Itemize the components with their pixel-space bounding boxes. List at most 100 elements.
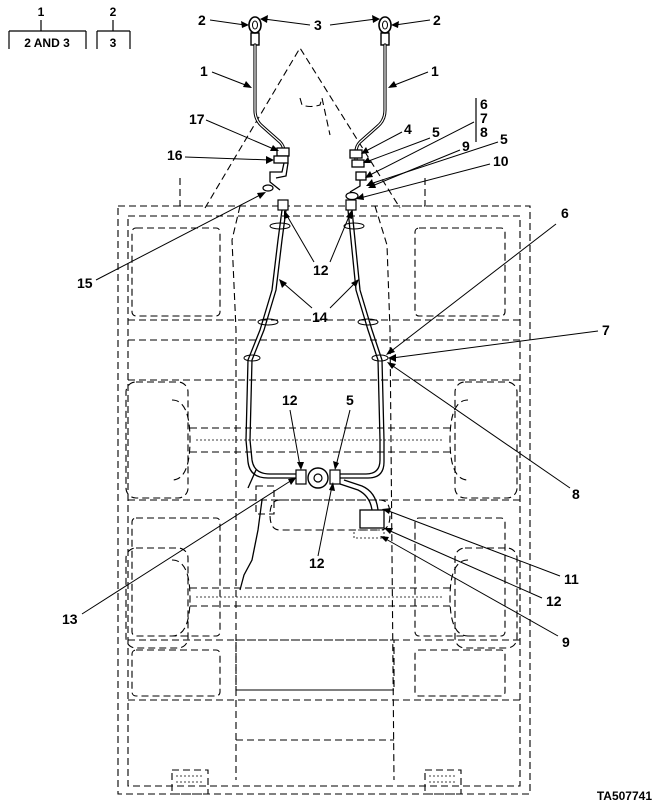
leader-12-low — [317, 485, 333, 557]
gladhand-right-inner — [382, 20, 388, 30]
gladhand-left — [248, 16, 262, 34]
callout-4: 4 — [404, 121, 412, 137]
side-panel — [414, 227, 506, 317]
brake-line-right-b — [335, 209, 381, 475]
side-panel — [131, 517, 221, 637]
arrowhead — [270, 145, 279, 151]
callout-7-stack: 7 — [480, 110, 488, 126]
callout-3: 3 — [314, 17, 322, 33]
leader-4 — [363, 131, 403, 153]
relay-valve-port — [313, 473, 323, 483]
wheel-rear-right — [454, 547, 518, 649]
front-fittings — [262, 147, 367, 211]
brake-line-rear — [239, 499, 263, 591]
arrowhead — [388, 354, 396, 362]
hub-front-left — [171, 399, 191, 481]
leader-9-top — [371, 149, 461, 187]
leader-14-left — [281, 281, 313, 309]
leader-5-b — [369, 141, 499, 185]
legend: 1 2 AND 3 2 3 — [8, 5, 131, 50]
hub-front-right — [449, 399, 469, 481]
line-clip — [269, 222, 291, 230]
line-clip — [343, 222, 365, 230]
callout-12-low: 12 — [309, 555, 325, 571]
channel-right — [374, 205, 395, 781]
leader-3-left — [263, 18, 311, 26]
callout-12-mid: 12 — [282, 392, 298, 408]
leader-6-7-8 — [367, 121, 475, 177]
gladhand-right-fitting — [380, 32, 390, 46]
leader-15 — [95, 193, 263, 281]
line-clip — [357, 318, 379, 326]
valve-9-bottom — [359, 509, 385, 529]
gladhand-left-fitting — [250, 32, 260, 46]
arrowhead — [361, 147, 369, 154]
arrowhead — [243, 81, 252, 88]
arrowhead — [391, 21, 399, 28]
leader-16 — [184, 156, 271, 161]
callout-1-right: 1 — [431, 63, 439, 79]
frame-foot — [171, 769, 209, 795]
wheel-front-left — [125, 381, 189, 499]
fitting-16 — [273, 155, 289, 164]
callout-17: 17 — [189, 111, 205, 127]
front-line-right — [349, 180, 361, 193]
arrowhead — [386, 347, 395, 355]
arrowhead — [387, 362, 396, 369]
callout-2-left: 2 — [198, 12, 206, 28]
line-clip — [257, 318, 279, 326]
brake-line-13 — [247, 469, 257, 489]
arrowhead — [372, 15, 380, 23]
callout-14: 14 — [312, 309, 328, 325]
leader-2-right — [394, 19, 431, 26]
leader-10 — [359, 163, 491, 199]
leader-5-a — [365, 137, 431, 163]
leader-5-mid — [335, 409, 351, 467]
clamp-12-right — [345, 199, 357, 211]
leader-2-left — [209, 19, 246, 26]
frame-inner — [127, 215, 521, 787]
front-bracket-left — [179, 178, 205, 207]
legend-group1-number: 1 — [38, 5, 45, 19]
callout-9-top: 9 — [462, 138, 470, 154]
fitting-6-7-8 — [355, 171, 367, 181]
callout-12-right: 12 — [546, 593, 562, 609]
brake-line-left-a — [245, 209, 302, 479]
callout-8-right: 8 — [572, 486, 580, 502]
drawbar-outline — [204, 46, 401, 209]
arrowhead — [363, 157, 371, 163]
wheel-rear-left — [125, 547, 189, 649]
arrowhead — [266, 156, 274, 164]
callout-11: 11 — [564, 571, 579, 587]
arrowhead — [279, 279, 287, 288]
side-panel — [414, 649, 506, 697]
arrowhead — [356, 193, 364, 200]
arrowhead — [380, 536, 389, 542]
callout-9-bottom: 9 — [562, 634, 570, 650]
drawbar-notch — [299, 97, 331, 136]
brake-line-right-a — [335, 209, 385, 479]
gladhand-right — [378, 16, 392, 34]
fitting-10 — [345, 191, 359, 201]
arrowhead — [288, 478, 296, 485]
leader-14-right — [329, 281, 357, 309]
gladhand-left-inner — [252, 20, 258, 30]
reservoir-bracket — [255, 485, 275, 515]
frame-outer — [117, 205, 531, 795]
arrowhead — [346, 210, 352, 219]
callout-15: 15 — [77, 275, 93, 291]
leader-12-top-right — [329, 213, 351, 263]
channel-left — [231, 205, 241, 780]
center-panel — [235, 639, 395, 691]
callout-13: 13 — [62, 611, 78, 627]
hose-assemblies — [253, 43, 387, 162]
frame-foot — [424, 769, 462, 795]
arrowhead — [388, 81, 397, 88]
legend-group2-number: 2 — [110, 5, 117, 19]
legend-group2-items: 3 — [110, 36, 117, 50]
arrowhead — [365, 171, 373, 178]
arrowhead — [241, 21, 249, 28]
air-reservoir — [269, 499, 391, 531]
leader-17 — [205, 119, 277, 151]
